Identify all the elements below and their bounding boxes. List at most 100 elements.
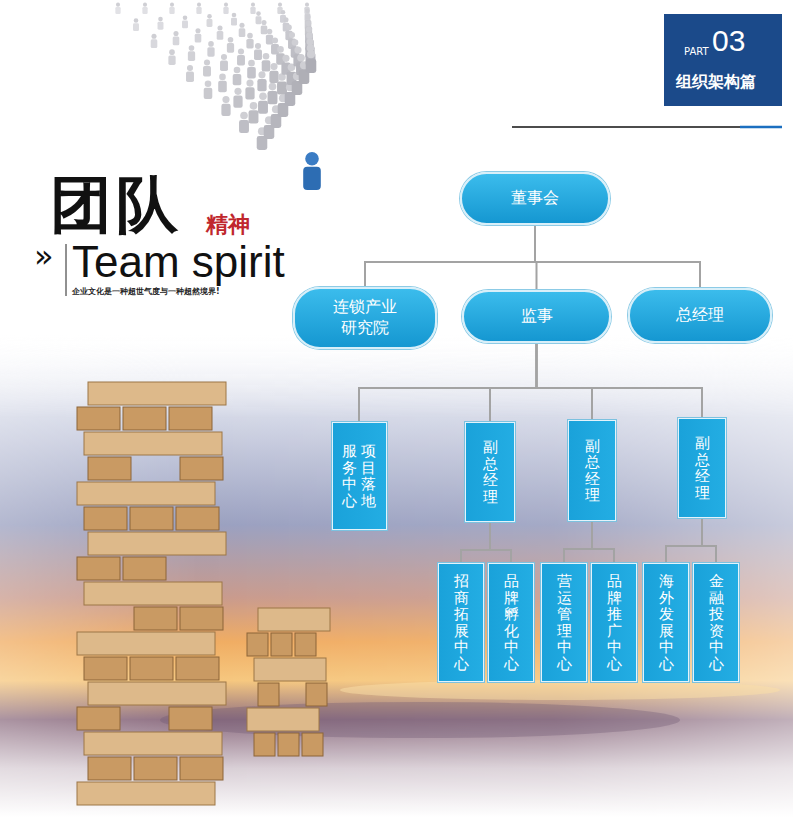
person-figure bbox=[151, 34, 158, 48]
connector bbox=[490, 343, 537, 422]
figure-body bbox=[133, 23, 139, 31]
figure-head bbox=[305, 14, 310, 19]
figure-body bbox=[188, 51, 195, 61]
wood-block-end bbox=[123, 407, 166, 430]
figure-head bbox=[256, 11, 261, 16]
node-text: 金融投资中心 bbox=[709, 573, 724, 672]
figure-head bbox=[289, 32, 295, 38]
figure-head bbox=[228, 37, 234, 43]
person-figure bbox=[196, 3, 201, 14]
figure-body bbox=[233, 96, 242, 108]
wood-block-end bbox=[176, 657, 219, 680]
figure-head bbox=[306, 32, 313, 39]
figure-body bbox=[203, 66, 211, 76]
figure-body bbox=[304, 7, 309, 14]
figure-head bbox=[204, 59, 210, 65]
rounded-box: 总经理 bbox=[628, 288, 772, 343]
rounded-box: 连锁产业 研究院 bbox=[293, 287, 437, 349]
node-text: 连锁产业 研究院 bbox=[328, 297, 402, 339]
person-figure bbox=[261, 20, 268, 34]
figure-head bbox=[151, 34, 156, 39]
vertical-box: 项目落地服务中心 bbox=[332, 422, 387, 530]
person-figure bbox=[220, 54, 228, 71]
chevron-mark: » bbox=[34, 240, 54, 272]
figure-body bbox=[233, 74, 242, 85]
vertical-box: 金融投资中心 bbox=[693, 563, 739, 682]
person-figure bbox=[237, 48, 245, 65]
figure-head bbox=[267, 29, 273, 35]
person-figure bbox=[304, 3, 309, 14]
person-figure bbox=[258, 92, 268, 113]
figure-body bbox=[249, 110, 259, 123]
node-text: 招商拓展中心 bbox=[454, 573, 469, 672]
cloud bbox=[340, 680, 780, 700]
figure-body bbox=[239, 28, 246, 37]
figure-head bbox=[278, 3, 282, 7]
title-accent: 精神 bbox=[206, 213, 250, 237]
wood-block-end bbox=[134, 607, 177, 630]
vertical-box: 副总经理 bbox=[678, 418, 726, 518]
rounded-box: 董事会 bbox=[460, 172, 610, 225]
person-figure bbox=[115, 3, 120, 14]
wood-block-end bbox=[130, 657, 173, 680]
wood-block bbox=[77, 482, 215, 505]
person-figure bbox=[305, 9, 311, 22]
figure-head bbox=[221, 54, 227, 60]
person-figure bbox=[188, 45, 195, 61]
text-char: 目 bbox=[361, 460, 376, 477]
connector bbox=[537, 343, 703, 418]
person-figure bbox=[277, 73, 287, 94]
text-char: 地 bbox=[361, 493, 376, 510]
node-text: 董事会 bbox=[511, 188, 559, 209]
person-figure bbox=[276, 46, 285, 65]
person-figure bbox=[303, 152, 321, 190]
figure-body bbox=[257, 79, 266, 91]
figure-body bbox=[186, 72, 194, 82]
divider-line bbox=[66, 244, 67, 296]
person-figure bbox=[249, 102, 259, 123]
wood-block bbox=[84, 582, 222, 605]
figure-head bbox=[282, 55, 289, 62]
person-figure bbox=[239, 23, 246, 37]
wood-block-end bbox=[258, 683, 279, 706]
wood-block-end bbox=[180, 757, 223, 780]
figure-body bbox=[262, 60, 271, 71]
figure-body bbox=[266, 35, 273, 45]
wood-block-end bbox=[130, 507, 173, 530]
figure-head bbox=[297, 54, 305, 62]
figure-body bbox=[217, 31, 224, 40]
slogan: 企业文化是一种超世气度与一种超然境界! bbox=[72, 286, 220, 297]
person-figure bbox=[247, 60, 256, 79]
figure-head bbox=[197, 3, 201, 7]
wood-block bbox=[88, 382, 226, 405]
figure-head bbox=[183, 15, 188, 20]
connector bbox=[666, 518, 702, 563]
figure-head bbox=[294, 47, 301, 54]
figure-head bbox=[222, 96, 229, 103]
wood-block bbox=[84, 432, 222, 455]
figure-head bbox=[217, 26, 222, 31]
node-text: 营运管理中心 bbox=[557, 573, 572, 672]
wood-block-end bbox=[247, 633, 268, 656]
connector bbox=[702, 518, 716, 563]
wood-block-end bbox=[77, 707, 120, 730]
figure-head bbox=[219, 74, 226, 81]
wood-block bbox=[88, 532, 226, 555]
figure-head bbox=[270, 63, 277, 70]
connector bbox=[564, 521, 592, 563]
figure-head bbox=[143, 3, 147, 7]
node-text: 项目落地服务中心 bbox=[342, 443, 377, 509]
figure-body bbox=[269, 71, 278, 83]
wood-block-end bbox=[77, 557, 120, 580]
person-figure bbox=[158, 17, 164, 30]
rule-line bbox=[512, 126, 740, 128]
figure-head bbox=[232, 13, 237, 18]
part-number: 03 bbox=[712, 24, 745, 57]
person-figure bbox=[133, 18, 139, 31]
figure-body bbox=[258, 101, 268, 114]
figure-head bbox=[307, 50, 315, 58]
figure-head bbox=[170, 3, 174, 7]
